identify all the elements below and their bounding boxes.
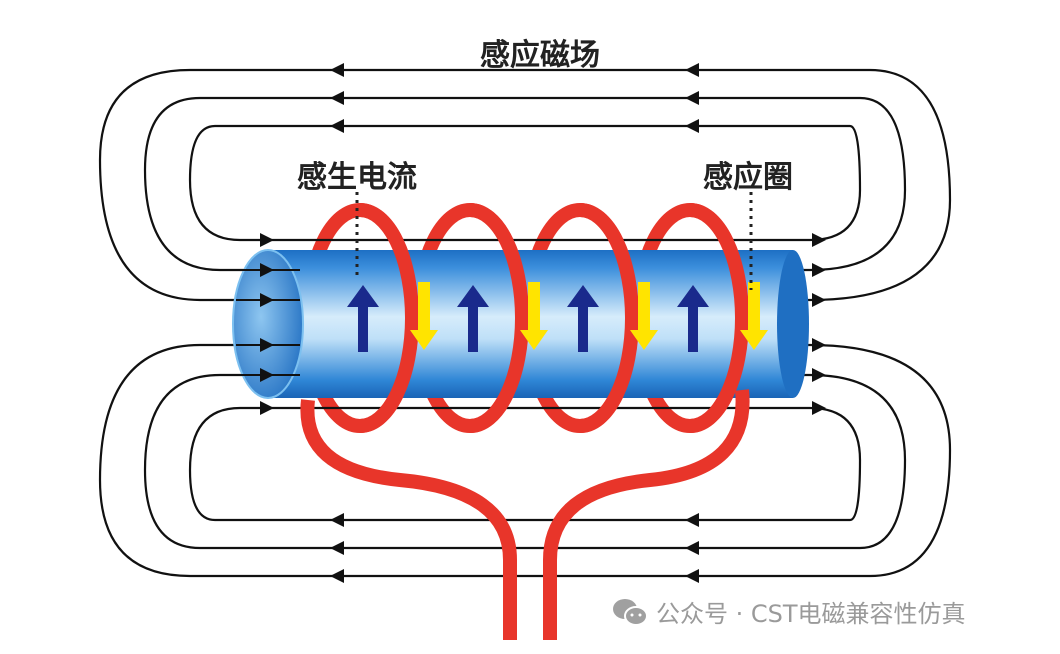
field-arrowhead: [812, 338, 826, 352]
field-arrowhead: [260, 338, 274, 352]
coil-lead-right: [543, 389, 750, 640]
field-arrowhead: [812, 263, 826, 277]
field-arrowhead: [812, 233, 826, 247]
induced-current-arrow-icon: [457, 285, 489, 352]
field-arrowhead: [260, 401, 274, 415]
coil-loop-4-front: [689, 203, 749, 433]
field-arrowhead: [330, 119, 344, 133]
field-arrowhead: [260, 293, 274, 307]
field-arrowhead: [812, 401, 826, 415]
label-induction-coil: 感应圈: [703, 160, 793, 195]
field-arrowhead: [812, 368, 826, 382]
field-arrowhead: [685, 569, 699, 583]
label-leader-lines: [355, 192, 753, 290]
coil-loop-2-front: [469, 203, 529, 433]
tube-right-end: [777, 250, 809, 398]
coil-loop-3-front: [579, 203, 639, 433]
watermark: 公众号 · CST电磁兼容性仿真: [612, 594, 966, 629]
field-arrowhead: [330, 91, 344, 105]
tube-left-opening: [232, 249, 304, 399]
field-line-bottom-middle: [143, 373, 907, 550]
induced-current-arrow-icon: [567, 285, 599, 352]
coil-current-arrow-icon: [740, 282, 768, 350]
field-arrowhead: [330, 513, 344, 527]
induced-current-arrows: [347, 285, 709, 352]
field-arrowhead: [330, 541, 344, 555]
field-arrowhead: [685, 91, 699, 105]
field-arrowhead: [685, 541, 699, 555]
field-line-bottom-inner: [188, 406, 862, 522]
coil-current-arrow-icon: [520, 282, 548, 350]
coil-lead-left: [300, 399, 517, 640]
coil-current-arrow-icon: [410, 282, 438, 350]
inner-field-arrowheads: [260, 263, 274, 382]
field-arrowhead: [260, 368, 274, 382]
coil-current-arrow-icon: [630, 282, 658, 350]
induced-current-arrow-icon: [347, 285, 379, 352]
induced-current-arrow-icon: [677, 285, 709, 352]
label-magnetic-field: 感应磁场: [480, 38, 600, 73]
field-arrowhead: [685, 119, 699, 133]
field-arrowhead: [260, 233, 274, 247]
field-arrowheads: [260, 63, 826, 583]
label-induced-current: 感生电流: [297, 160, 417, 195]
field-arrowhead: [812, 293, 826, 307]
field-arrowhead: [330, 63, 344, 77]
coil-current-arrows: [410, 282, 768, 350]
wechat-icon: [613, 598, 648, 626]
watermark-text: 公众号 · CST电磁兼容性仿真: [656, 600, 966, 628]
coil-loop-1-front: [359, 203, 419, 433]
field-arrowhead: [685, 513, 699, 527]
coil-front: [300, 203, 750, 640]
field-arrowhead: [685, 63, 699, 77]
field-arrowhead: [330, 569, 344, 583]
field-arrowhead: [260, 263, 274, 277]
field-line-top-inner: [188, 124, 862, 242]
